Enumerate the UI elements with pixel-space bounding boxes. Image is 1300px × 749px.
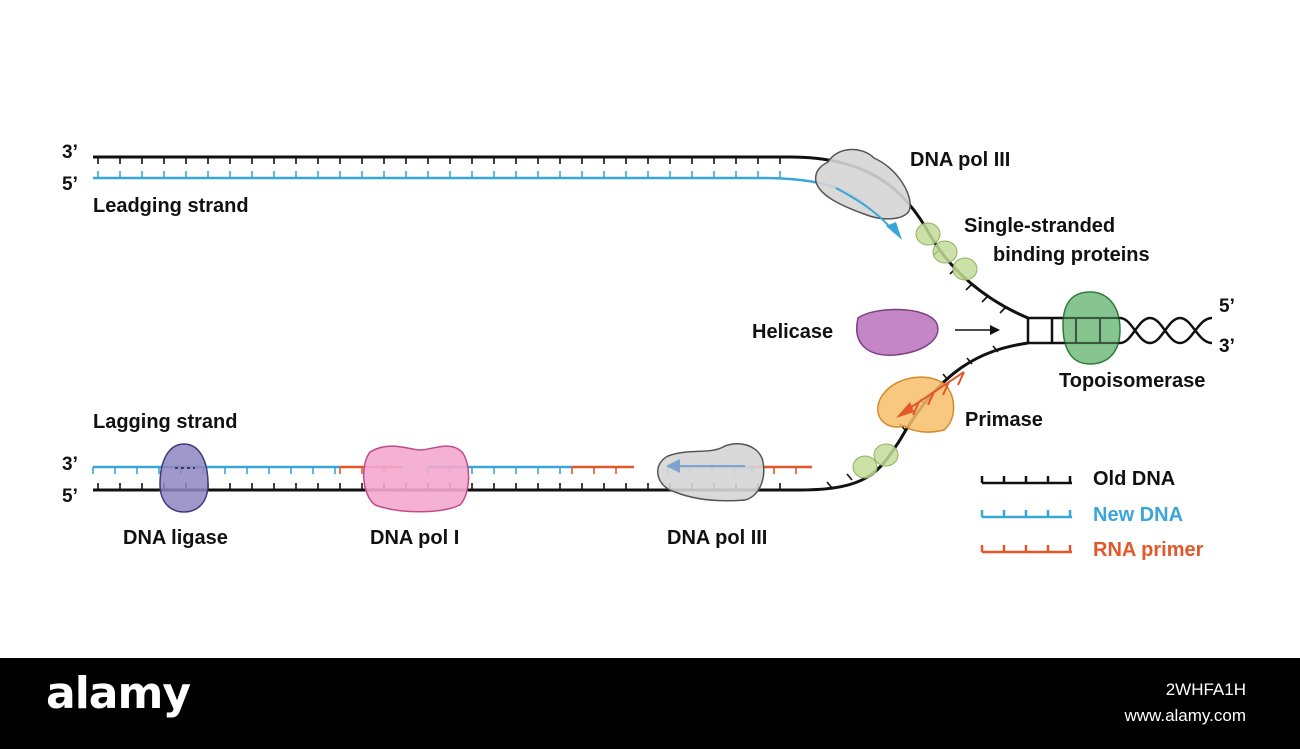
helix-twist-b <box>1119 316 1213 345</box>
dna-pol-i-label: DNA pol I <box>370 527 459 549</box>
ssb-protein <box>952 257 978 281</box>
backbone-tick <box>826 481 833 489</box>
ssb-label-line1: Single-stranded <box>964 215 1115 237</box>
top-lower-end-label: 5’ <box>62 174 78 195</box>
helicase-shape <box>856 308 939 356</box>
legend-item-rna-primer: RNA primer <box>980 539 1204 561</box>
dna-pol-i-shape <box>363 445 470 513</box>
top-new-strand-ticks <box>97 171 781 178</box>
helicase-arrowhead <box>990 325 1000 335</box>
leading-strand-label: Leadging strand <box>93 195 249 217</box>
lagging-arrowhead <box>666 459 680 473</box>
dna-pol-iii-bottom-shape <box>657 442 765 502</box>
brand-logo[interactable]: alamy <box>46 668 191 719</box>
bottom-old-strand <box>93 341 1029 492</box>
backbone-tick <box>846 473 853 481</box>
top-old-strand-ticks <box>97 157 1007 314</box>
ssb-protein <box>915 222 941 246</box>
right-upper-end-label: 5’ <box>1219 296 1235 317</box>
primase-label: Primase <box>965 409 1043 431</box>
ssb-proteins-bottom <box>852 443 899 479</box>
legend-label-rna-primer: RNA primer <box>1093 539 1204 561</box>
dna-pol-iii-top-label: DNA pol III <box>910 149 1010 171</box>
legend-item-old-dna: Old DNA <box>980 468 1175 490</box>
backbone-tick <box>966 357 973 365</box>
dna-ligase-label: DNA ligase <box>123 527 228 549</box>
bottom-lower-end-label: 5’ <box>62 486 78 507</box>
site-url[interactable]: www.alamy.com <box>1124 706 1246 725</box>
leading-arrowhead <box>886 222 902 240</box>
legend-item-new-dna: New DNA <box>980 504 1183 526</box>
legend-swatch-new-dna <box>980 510 1072 519</box>
legend-label-new-dna: New DNA <box>1093 504 1183 526</box>
bottom-upper-end-label: 3’ <box>62 454 78 475</box>
dna-replication-diagram: Leadging strand Lagging strand DNA pol I… <box>62 142 1235 561</box>
top-upper-end-label: 3’ <box>62 142 78 163</box>
legend: Old DNA New DNA RNA primer <box>980 468 1204 561</box>
ssb-protein <box>873 443 899 467</box>
backbone-tick <box>999 306 1007 314</box>
topoisomerase-helix-overlay <box>1063 317 1120 344</box>
backbone-tick <box>942 373 949 381</box>
dna-pol-iii-bottom-label: DNA pol III <box>667 527 767 549</box>
right-lower-end-label: 3’ <box>1219 336 1235 357</box>
ssb-label-line2: binding proteins <box>993 244 1150 266</box>
primase-rna-primer <box>903 371 965 416</box>
dna-pol-iii-top-shape <box>814 148 911 220</box>
legend-label-old-dna: Old DNA <box>1093 468 1175 490</box>
dna-ligase-shape <box>159 443 209 513</box>
lagging-strand-label: Lagging strand <box>93 411 237 433</box>
helicase-label: Helicase <box>752 321 833 343</box>
topoisomerase-shape <box>1062 291 1121 365</box>
ssb-protein <box>852 455 878 479</box>
legend-swatch-rna-primer <box>980 545 1072 554</box>
ssb-protein <box>932 240 958 264</box>
primase-arrowhead <box>896 402 914 418</box>
image-code: 2WHFA1H <box>1165 680 1246 699</box>
legend-swatch-old-dna <box>980 476 1072 485</box>
backbone-tick <box>965 283 973 291</box>
backbone-tick <box>992 345 999 353</box>
ssb-proteins-top <box>915 222 978 281</box>
topoisomerase-label: Topoisomerase <box>1059 370 1205 392</box>
footer-bar: alamy 2WHFA1H www.alamy.com <box>0 658 1300 749</box>
backbone-tick <box>981 295 989 303</box>
